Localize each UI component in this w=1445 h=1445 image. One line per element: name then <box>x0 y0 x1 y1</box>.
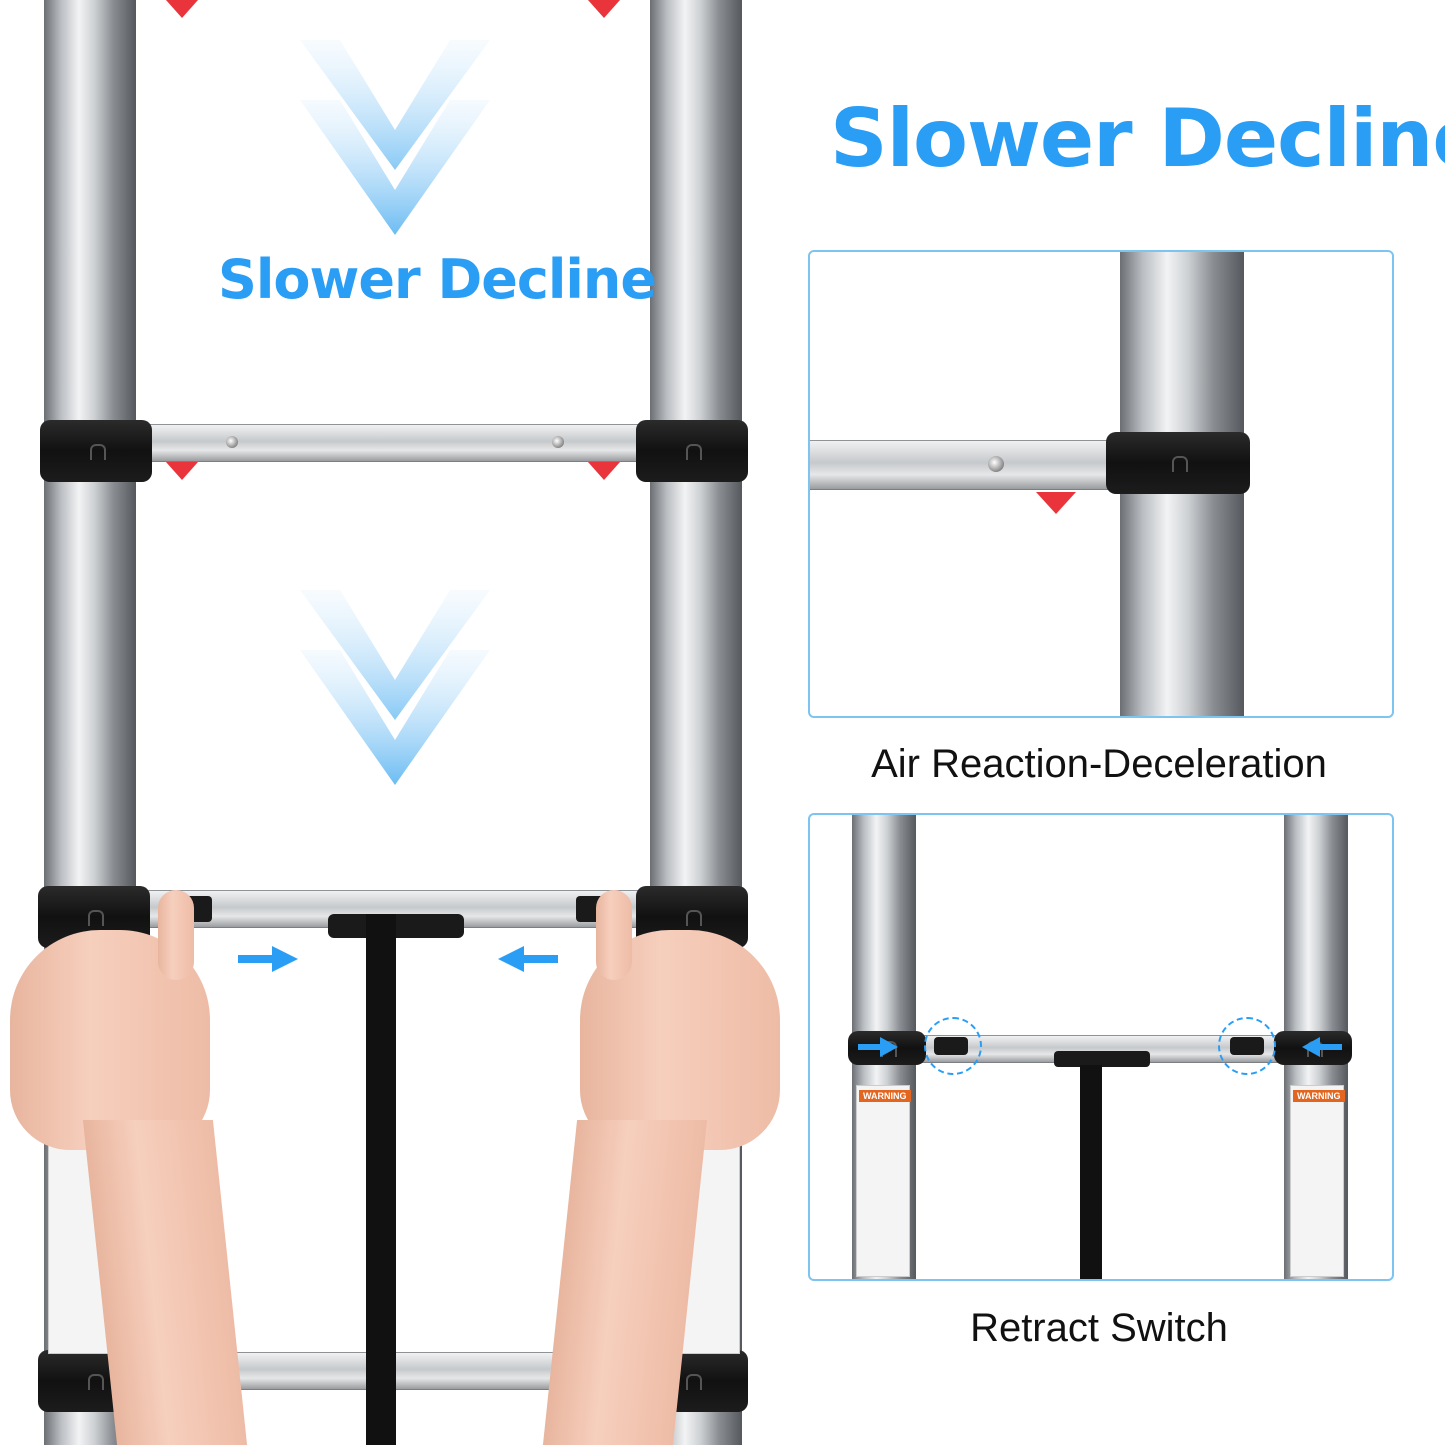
panel-caption-retract-switch: Retract Switch <box>970 1306 1228 1350</box>
chevron-down-icon <box>300 40 490 235</box>
red-stop-tab <box>166 462 198 480</box>
highlight-circle <box>1218 1017 1276 1075</box>
ladder-headline: Slower Decline <box>218 248 657 311</box>
warning-label: WARNING <box>1293 1090 1345 1102</box>
t-handle <box>1054 1051 1150 1067</box>
t-handle <box>328 914 464 938</box>
rung-clamp <box>1106 432 1250 494</box>
ladder-rung <box>136 424 650 462</box>
chevron-down-icon <box>300 590 490 785</box>
rivet <box>988 456 1004 472</box>
arrow-right-icon <box>858 1037 898 1057</box>
highlight-circle <box>924 1017 982 1075</box>
red-stop-tab <box>1036 492 1076 514</box>
red-stop-tab <box>166 0 198 18</box>
detail-panel-air-reaction <box>808 250 1394 718</box>
rivet <box>226 436 238 448</box>
ladder-rung <box>810 440 1110 490</box>
page-title: Slower Decline <box>830 92 1445 185</box>
left-thumb <box>158 890 194 980</box>
rung-clamp <box>40 420 152 482</box>
panel-caption-air-reaction: Air Reaction-Deceleration <box>871 742 1327 786</box>
arrow-right-icon <box>238 946 298 972</box>
rung-clamp <box>636 420 748 482</box>
arrow-left-icon <box>498 946 558 972</box>
warning-sticker: WARNING <box>856 1085 911 1277</box>
ladder-strap <box>1080 1065 1102 1279</box>
red-stop-tab <box>588 462 620 480</box>
ladder-scene: WARNING WARNING <box>10 0 780 1445</box>
warning-label: WARNING <box>859 1090 911 1102</box>
detail-panel-retract-switch: WARNING WARNING <box>808 813 1394 1281</box>
ladder-strap <box>366 914 396 1445</box>
red-stop-tab <box>588 0 620 18</box>
rivet <box>552 436 564 448</box>
arrow-left-icon <box>1302 1037 1342 1057</box>
warning-sticker: WARNING <box>1290 1085 1345 1277</box>
right-thumb <box>596 890 632 980</box>
